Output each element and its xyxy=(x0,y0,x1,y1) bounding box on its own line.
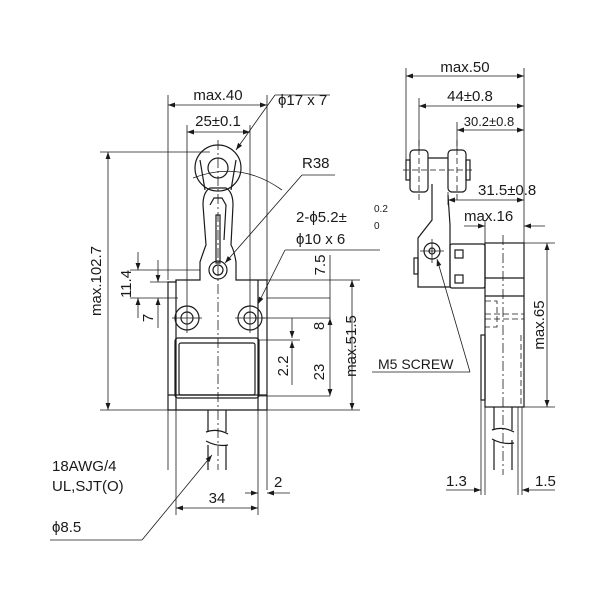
dim-44: 44±0.8 xyxy=(447,88,493,105)
dim-max-16: max.16 xyxy=(464,208,513,225)
side-view: max.50 44±0.8 30.2±0.8 31.5±0.8 max.16 m… xyxy=(372,59,556,495)
side-cable xyxy=(491,407,515,470)
dim-8: 8 xyxy=(311,322,328,330)
front-dimension-labels: max.40 25±0.1 ϕ17 x 7 R38 2-ϕ5.2± 0.2 0 … xyxy=(52,87,388,536)
dim-34: 34 xyxy=(209,490,226,507)
counterbore-label: ϕ10 x 6 xyxy=(296,231,345,248)
dim-1-5: 1.5 xyxy=(535,473,556,490)
dim-30-2: 30.2±0.8 xyxy=(464,114,515,129)
side-dimensions xyxy=(372,68,555,495)
cable-spec-ul: UL,SJT(O) xyxy=(52,478,124,495)
m5-screw-label: M5 SCREW xyxy=(378,356,454,372)
side-lever-bracket xyxy=(413,184,451,288)
dim-max-65: max.65 xyxy=(531,300,548,349)
dim-31-5: 31.5±0.8 xyxy=(478,182,536,199)
dim-max-50: max.50 xyxy=(440,59,489,76)
dim-max-40: max.40 xyxy=(193,87,242,104)
dim-25: 25±0.1 xyxy=(195,113,241,130)
lever-radius-label: R38 xyxy=(302,155,330,172)
dim-1-3: 1.3 xyxy=(446,473,467,490)
window-recess xyxy=(174,337,260,399)
dim-7: 7 xyxy=(140,314,157,322)
dim-2: 2 xyxy=(274,474,282,491)
front-body-outline xyxy=(167,187,268,411)
dim-2-2: 2.2 xyxy=(275,356,292,377)
dim-7-5: 7.5 xyxy=(312,255,329,276)
cable xyxy=(167,410,268,490)
side-dimension-labels: max.50 44±0.8 30.2±0.8 31.5±0.8 max.16 m… xyxy=(378,59,556,490)
side-body xyxy=(480,235,525,475)
side-rollers xyxy=(403,140,472,200)
dim-23: 23 xyxy=(311,364,328,381)
front-dimensions xyxy=(50,94,380,541)
mounting-holes xyxy=(172,303,265,333)
cable-spec-diameter: ϕ8.5 xyxy=(52,519,81,536)
dim-max-102-7: max.102.7 xyxy=(88,246,105,316)
dim-11-4: 11.4 xyxy=(118,270,135,298)
roller-spec-label: ϕ17 x 7 xyxy=(278,92,327,109)
mount-hole-tol-lower: 0 xyxy=(374,221,380,232)
front-view: max.40 25±0.1 ϕ17 x 7 R38 2-ϕ5.2± 0.2 0 … xyxy=(50,87,388,541)
cable-spec-awg: 18AWG/4 xyxy=(52,458,116,475)
mount-hole-tol-upper: 0.2 xyxy=(374,204,388,215)
side-connector-block xyxy=(449,243,486,289)
mount-hole-label: 2-ϕ5.2± xyxy=(296,209,347,226)
dim-max-51-5: max.51.5 xyxy=(343,315,360,377)
